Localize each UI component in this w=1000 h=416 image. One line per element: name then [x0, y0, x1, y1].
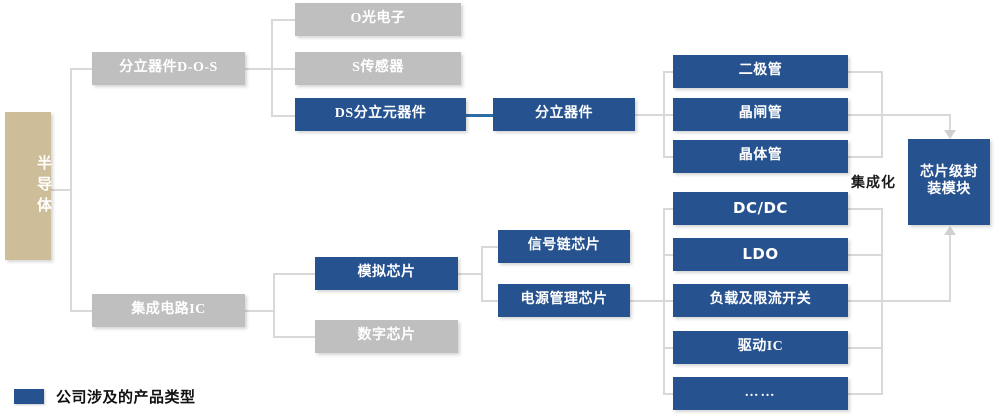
- connector-module-bottom-rise: [949, 233, 951, 301]
- node-analog-chip[interactable]: 模拟芯片: [315, 257, 458, 290]
- node-ldo[interactable]: LDO: [673, 238, 848, 271]
- connector-load-switch-out: [847, 300, 883, 302]
- connector-to-ldo: [663, 254, 675, 256]
- node-sensor[interactable]: S传感器: [295, 52, 461, 85]
- node-chip-scale-package-module[interactable]: 芯片级封装模块: [908, 139, 990, 225]
- connector-power-mgmt-stem: [630, 300, 665, 302]
- connector-to-driver-ic: [663, 347, 675, 349]
- connector-to-diode: [663, 71, 675, 73]
- node-signal-chain-chip[interactable]: 信号链芯片: [498, 230, 630, 263]
- connector-thyristor-out: [847, 114, 883, 116]
- node-label: 电源管理芯片: [520, 292, 608, 308]
- node-label: 集成电路IC: [131, 302, 206, 318]
- connector-discrete-merge-to-module: [881, 114, 951, 116]
- node-label: ……: [744, 385, 777, 401]
- node-label: 芯片级封装模块: [920, 165, 978, 197]
- connector-to-dcdc: [663, 208, 675, 210]
- connector-discrete-device-stem: [635, 114, 665, 116]
- node-driver-ic[interactable]: 驱动IC: [673, 331, 848, 364]
- node-label: 晶体管: [738, 148, 783, 164]
- node-label: LDO: [742, 244, 779, 263]
- connector-transistor-out: [847, 156, 883, 158]
- connector-to-thyristor: [663, 114, 675, 116]
- node-label: 负载及限流开关: [709, 292, 812, 308]
- connector-dos-stem: [245, 68, 273, 70]
- node-label: 晶闸管: [738, 106, 783, 122]
- connector-diode-out: [847, 71, 883, 73]
- connector-to-etc: [663, 393, 675, 395]
- integration-label: 集成化: [851, 172, 896, 192]
- connector-to-load-switch: [663, 300, 675, 302]
- connector-analog-stem: [457, 273, 483, 275]
- connector-to-signal-chain: [481, 246, 499, 248]
- node-ds-discrete-components[interactable]: DS分立元器件: [295, 98, 466, 131]
- node-label: 二极管: [738, 63, 783, 79]
- node-integrated-circuit-ic[interactable]: 集成电路IC: [92, 294, 245, 327]
- node-label: DS分立元器件: [334, 106, 427, 122]
- connector-driver-ic-out: [847, 347, 883, 349]
- node-label: 模拟芯片: [357, 265, 416, 281]
- connector-discrete-device-split: [663, 71, 665, 156]
- connector-dos-to-optoelectronics: [271, 19, 295, 21]
- connector-analog-split: [481, 246, 483, 302]
- arrow-into-module-bottom: [944, 226, 956, 235]
- connector-root-stem: [50, 189, 72, 191]
- node-digital-chip[interactable]: 数字芯片: [315, 320, 458, 353]
- node-label: S传感器: [352, 60, 404, 76]
- node-diode[interactable]: 二极管: [673, 55, 848, 88]
- connector-to-discrete-dos: [70, 68, 94, 70]
- connector-to-digital-chip: [273, 336, 315, 338]
- connector-dcdc-out: [847, 208, 883, 210]
- connector-to-transistor: [663, 156, 675, 158]
- node-discrete-device[interactable]: 分立器件: [493, 98, 635, 131]
- node-thyristor[interactable]: 晶闸管: [673, 98, 848, 131]
- legend: 公司涉及的产品类型: [14, 386, 196, 407]
- node-label: 驱动IC: [737, 339, 784, 355]
- node-dcdc[interactable]: DC/DC: [673, 192, 848, 225]
- node-transistor[interactable]: 晶体管: [673, 140, 848, 173]
- connector-etc-out: [847, 393, 883, 395]
- connector-to-analog-chip: [273, 273, 315, 275]
- connector-dos-to-sensor: [271, 68, 295, 70]
- connector-to-ic: [70, 310, 94, 312]
- node-label: DC/DC: [733, 198, 788, 217]
- legend-color-swatch: [14, 389, 44, 404]
- connector-ic-stem: [245, 310, 275, 312]
- connector-root-split: [70, 68, 72, 311]
- node-etc[interactable]: ……: [673, 377, 848, 410]
- connector-dos-to-ds-discrete: [271, 115, 295, 117]
- node-power-management-chip[interactable]: 电源管理芯片: [498, 284, 630, 317]
- node-label: 信号链芯片: [527, 238, 601, 254]
- arrow-into-module-top: [944, 130, 956, 139]
- connector-to-power-mgmt: [481, 300, 499, 302]
- node-label: O光电子: [350, 11, 406, 27]
- node-semiconductor-root[interactable]: 半导体: [5, 112, 51, 260]
- connector-power-merge-to-module: [881, 300, 951, 302]
- integration-label-text: 集成化: [851, 176, 896, 191]
- node-discrete-dos[interactable]: 分立器件D-O-S: [92, 52, 245, 85]
- node-optoelectronics[interactable]: O光电子: [295, 3, 461, 36]
- node-load-and-current-limit-switch[interactable]: 负载及限流开关: [673, 284, 848, 317]
- connector-ldo-out: [847, 254, 883, 256]
- node-label: 分立器件: [535, 106, 593, 122]
- node-label: 分立器件D-O-S: [119, 60, 218, 76]
- node-label: 半导体: [35, 154, 51, 218]
- legend-label: 公司涉及的产品类型: [56, 388, 196, 406]
- connector-ds-to-discrete-device: [466, 114, 494, 117]
- connector-ic-split: [273, 273, 275, 338]
- node-label: 数字芯片: [357, 328, 416, 344]
- connector-module-top-drop: [949, 114, 951, 132]
